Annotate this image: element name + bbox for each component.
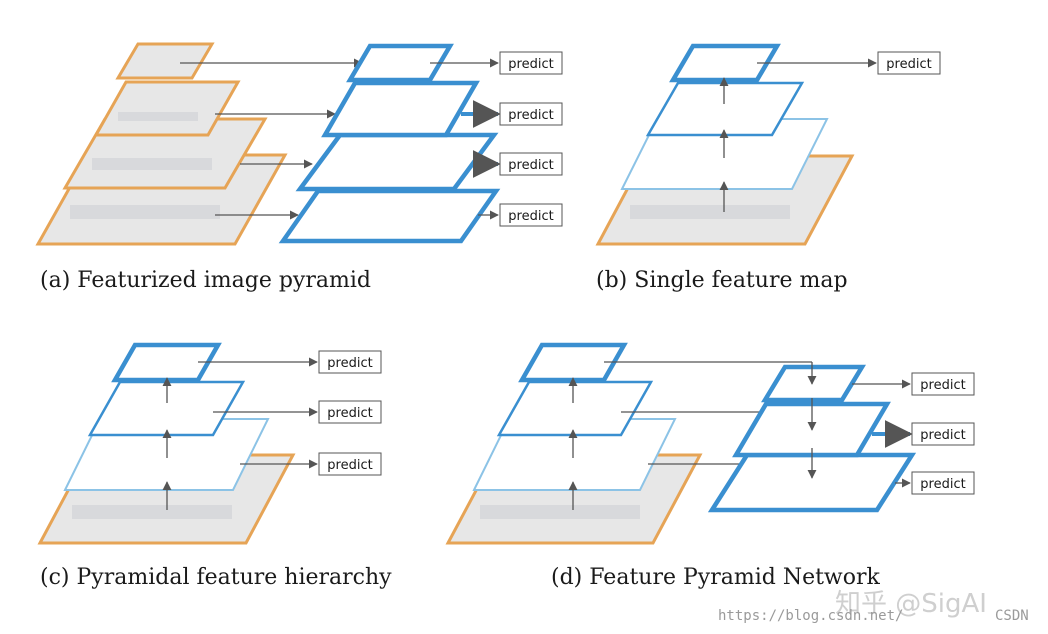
panel-d-predict-label-3: predict [920, 477, 965, 492]
panel-a-predict-label-2: predict [508, 108, 553, 123]
panel-c-feature-level-2 [87, 380, 246, 437]
panel-a-predict-label-1: predict [508, 57, 553, 72]
panel-a-feature-level-4 [278, 188, 501, 244]
panel-c-image-content [72, 505, 232, 519]
panel-c-predict-label-2: predict [327, 406, 372, 421]
panel-b-caption: (b) Single feature map [596, 268, 848, 293]
panel-c-caption: (c) Pyramidal feature hierarchy [40, 565, 392, 590]
panel-a-predict-box-2: predict [499, 102, 563, 126]
panel-a-image-level-2-content [118, 112, 198, 121]
panel-a-image-level-1 [115, 42, 215, 80]
panel-c-predict-label-3: predict [327, 458, 372, 473]
panel-b-predict-box: predict [877, 51, 941, 75]
panel-a-image-level-4-content [70, 205, 220, 219]
panel-a: predict predict predict predict (a) Feat… [35, 42, 563, 293]
panel-a-caption: (a) Featurized image pyramid [40, 268, 371, 293]
panel-b-feature-level-2 [645, 81, 805, 137]
panel-a-predict-label-3: predict [508, 158, 553, 173]
panel-d-predict-label-1: predict [920, 378, 965, 393]
panel-c-predict-box-3: predict [318, 452, 382, 476]
panel-b-predict-label: predict [886, 57, 931, 72]
watermark-url: https://blog.csdn.net/ [718, 608, 903, 624]
panel-a-predict-label-4: predict [508, 209, 553, 224]
panel-a-feature-level-2 [321, 80, 480, 138]
panel-b-image-content [630, 205, 790, 219]
panel-d-bottomup-level-3 [472, 418, 677, 491]
panel-a-feature-level-3 [295, 132, 499, 192]
panel-b: predict (b) Single feature map [595, 43, 941, 293]
panel-a-predict-box-4: predict [499, 203, 563, 227]
panel-d-topdown-level-3 [707, 452, 917, 513]
panel-d-predict-box-3: predict [911, 471, 975, 495]
watermark-brand: 知乎 @SigAI [835, 589, 987, 619]
panel-b-feature-level-1 [669, 43, 781, 83]
panel-a-predict-box-3: predict [499, 152, 563, 176]
panel-d-bottomup-level-2 [496, 380, 654, 437]
panel-a-predict-box-1: predict [499, 51, 563, 75]
panel-d-predict-box-2: predict [911, 422, 975, 446]
panel-a-feature-level-1 [346, 43, 454, 83]
panel-c-predict-box-1: predict [318, 350, 382, 374]
panel-d-caption: (d) Feature Pyramid Network [551, 565, 881, 590]
watermark: 知乎 @SigAI https://blog.csdn.net/ CSDN [718, 589, 1029, 624]
panel-d-topdown-level-1 [761, 364, 866, 403]
panel-c-predict-label-1: predict [327, 356, 372, 371]
panel-a-image-level-2 [93, 80, 241, 137]
panel-d-image-content [480, 505, 640, 519]
watermark-suffix: CSDN [995, 608, 1029, 624]
panel-c-predict-box-2: predict [318, 400, 382, 424]
panel-d-predict-box-1: predict [911, 372, 975, 396]
panel-d: predict predict predict (d) Feature Pyra… [445, 342, 975, 590]
panel-a-image-level-3-content [92, 158, 212, 170]
panel-c: predict predict predict (c) Pyramidal fe… [37, 342, 392, 590]
panel-d-predict-label-2: predict [920, 428, 965, 443]
